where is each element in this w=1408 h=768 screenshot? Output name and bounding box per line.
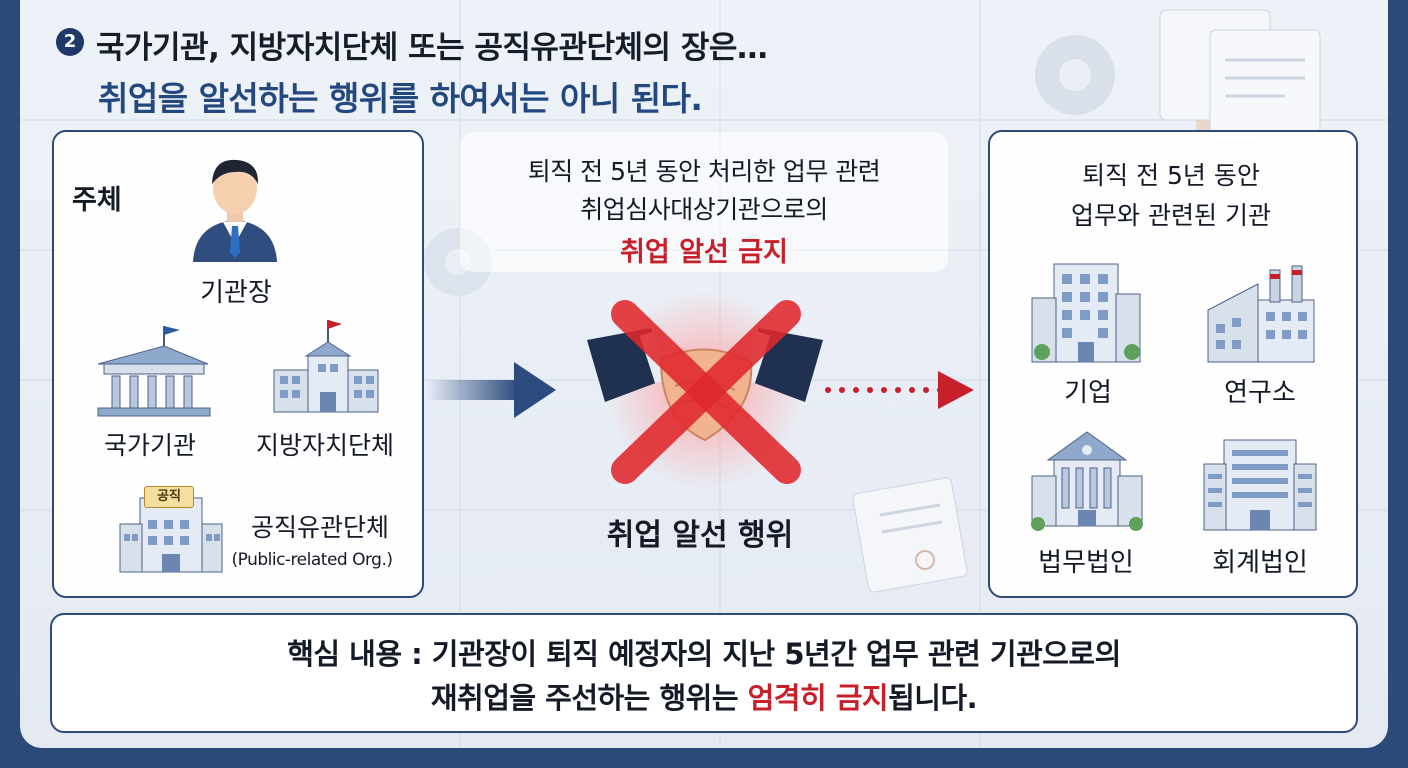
summary-box: 핵심 내용 : 기관장이 퇴직 예정자의 지난 5년간 업무 관련 기관으로의 … xyxy=(50,613,1358,733)
summary-line-2-end: 됩니다. xyxy=(888,681,978,715)
company-building-icon xyxy=(1031,263,1141,363)
related-org-line-1: 퇴직 전 5년 동안 xyxy=(1082,161,1260,190)
national-agency-building-icon xyxy=(97,326,211,417)
action-label: 취업 알선 행위 xyxy=(606,518,794,553)
law-firm-label: 법무법인 xyxy=(1038,548,1134,578)
summary-emphasis: 엄격히 금지 xyxy=(747,681,889,715)
local-government-building-icon xyxy=(273,320,379,413)
document-icon xyxy=(852,477,968,593)
related-org-line-2: 업무와 관련된 기관 xyxy=(1071,201,1271,230)
title-line-1: 국가기관, 지방자치단체 또는 공직유관단체의 장은… xyxy=(96,30,768,66)
center-rule-card xyxy=(460,132,948,272)
summary-line-2: 재취업을 주선하는 행위는 엄격히 금지됩니다. xyxy=(52,675,1356,717)
executive-person-icon xyxy=(193,159,277,262)
public-org-sign: 공직 xyxy=(144,486,194,508)
public-org-label: 공직유관단체 xyxy=(250,513,389,542)
public-org-building-icon: 공직 xyxy=(118,484,224,574)
research-lab-building-icon xyxy=(1207,265,1315,363)
research-lab-label: 연구소 xyxy=(1224,378,1296,408)
accounting-firm-building-icon xyxy=(1203,439,1317,531)
center-rule-line-2: 취업심사대상기관으로의 xyxy=(580,195,828,224)
national-agency-label: 국가기관 xyxy=(103,431,196,460)
dotted-arrow-icon xyxy=(825,371,974,409)
prohibited-handshake-icon xyxy=(587,290,823,490)
local-government-label: 지방자치단체 xyxy=(255,431,394,460)
title-line-2: 취업을 알선하는 행위를 하여서는 아니 된다. xyxy=(98,79,703,118)
center-rule-line-1: 퇴직 전 5년 동안 처리한 업무 관련 xyxy=(527,157,881,186)
section-number-badge: 2 xyxy=(56,28,84,56)
head-person-label: 기관장 xyxy=(200,278,272,308)
subject-heading: 주체 xyxy=(72,185,122,216)
gear-icon xyxy=(1035,35,1115,115)
law-firm-building-icon xyxy=(1031,431,1143,531)
company-label: 기업 xyxy=(1064,378,1112,408)
public-org-english-label: (Public-related Org.) xyxy=(231,550,393,570)
summary-line-1: 핵심 내용 : 기관장이 퇴직 예정자의 지난 5년간 업무 관련 기관으로의 xyxy=(287,637,1121,671)
accounting-firm-label: 회계법인 xyxy=(1212,548,1308,578)
infographic-canvas: 2 국가기관, 지방자치단체 또는 공직유관단체의 장은… 취업을 알선하는 행… xyxy=(20,0,1388,748)
document-icon xyxy=(1159,9,1321,141)
summary-line-2-start: 재취업을 주선하는 행위는 xyxy=(430,681,748,715)
center-prohibition-text: 취업 알선 금지 xyxy=(620,237,788,268)
right-arrow-icon xyxy=(426,362,556,418)
